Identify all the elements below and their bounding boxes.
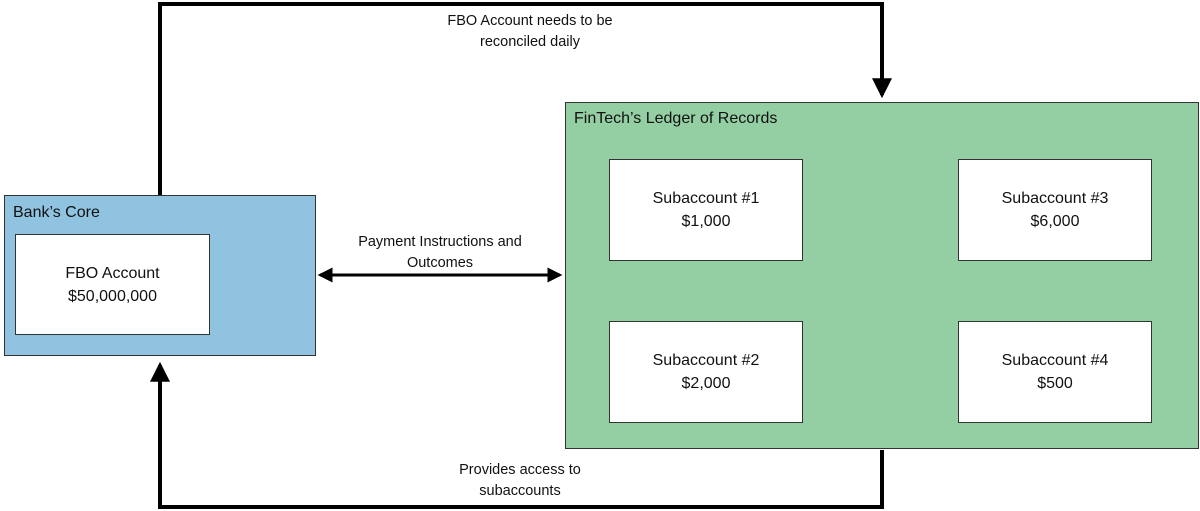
access-arrow: [150, 361, 884, 509]
subaccount-1-amount: $1,000: [681, 213, 731, 230]
reconcile-label-line1: FBO Account needs to be: [447, 13, 613, 29]
bank-core-container: Bank’s Core FBO Account $50,000,000: [4, 195, 316, 356]
subaccount-3-amount: $6,000: [1030, 213, 1080, 230]
subaccount-3-label: Subaccount #3: [1001, 190, 1109, 207]
subaccount-2-amount: $2,000: [681, 375, 731, 392]
subaccount-3-box: Subaccount #3 $6,000: [958, 159, 1152, 261]
payment-label: Payment Instructions and Outcomes: [330, 232, 550, 274]
subaccount-2-box: Subaccount #2 $2,000: [609, 321, 803, 423]
payment-label-line2: Outcomes: [406, 255, 474, 271]
ledger-container: FinTech’s Ledger of Records Subaccount #…: [565, 102, 1199, 449]
reconcile-label-line2: reconciled daily: [480, 34, 580, 50]
fbo-account-label: FBO Account: [65, 264, 160, 282]
subaccount-1-label: Subaccount #1: [652, 190, 760, 207]
subaccount-1-box: Subaccount #1 $1,000: [609, 159, 803, 261]
ledger-title: FinTech’s Ledger of Records: [574, 110, 778, 127]
reconcile-label: FBO Account needs to be reconciled daily: [410, 11, 650, 53]
subaccount-4-box: Subaccount #4 $500: [958, 321, 1152, 423]
fbo-account-amount: $50,000,000: [68, 287, 157, 305]
reconcile-arrow: [158, 2, 892, 195]
bank-core-title: Bank’s Core: [13, 204, 100, 221]
payment-label-line1: Payment Instructions and: [358, 234, 522, 250]
fbo-account-box: FBO Account $50,000,000: [15, 234, 210, 335]
subaccount-4-amount: $500: [1037, 375, 1073, 392]
subaccount-2-label: Subaccount #2: [652, 352, 760, 369]
access-label: Provides access to subaccounts: [410, 460, 630, 502]
access-label-line1: Provides access to: [459, 462, 581, 478]
access-label-line2: subaccounts: [479, 483, 561, 499]
subaccount-4-label: Subaccount #4: [1001, 352, 1109, 369]
